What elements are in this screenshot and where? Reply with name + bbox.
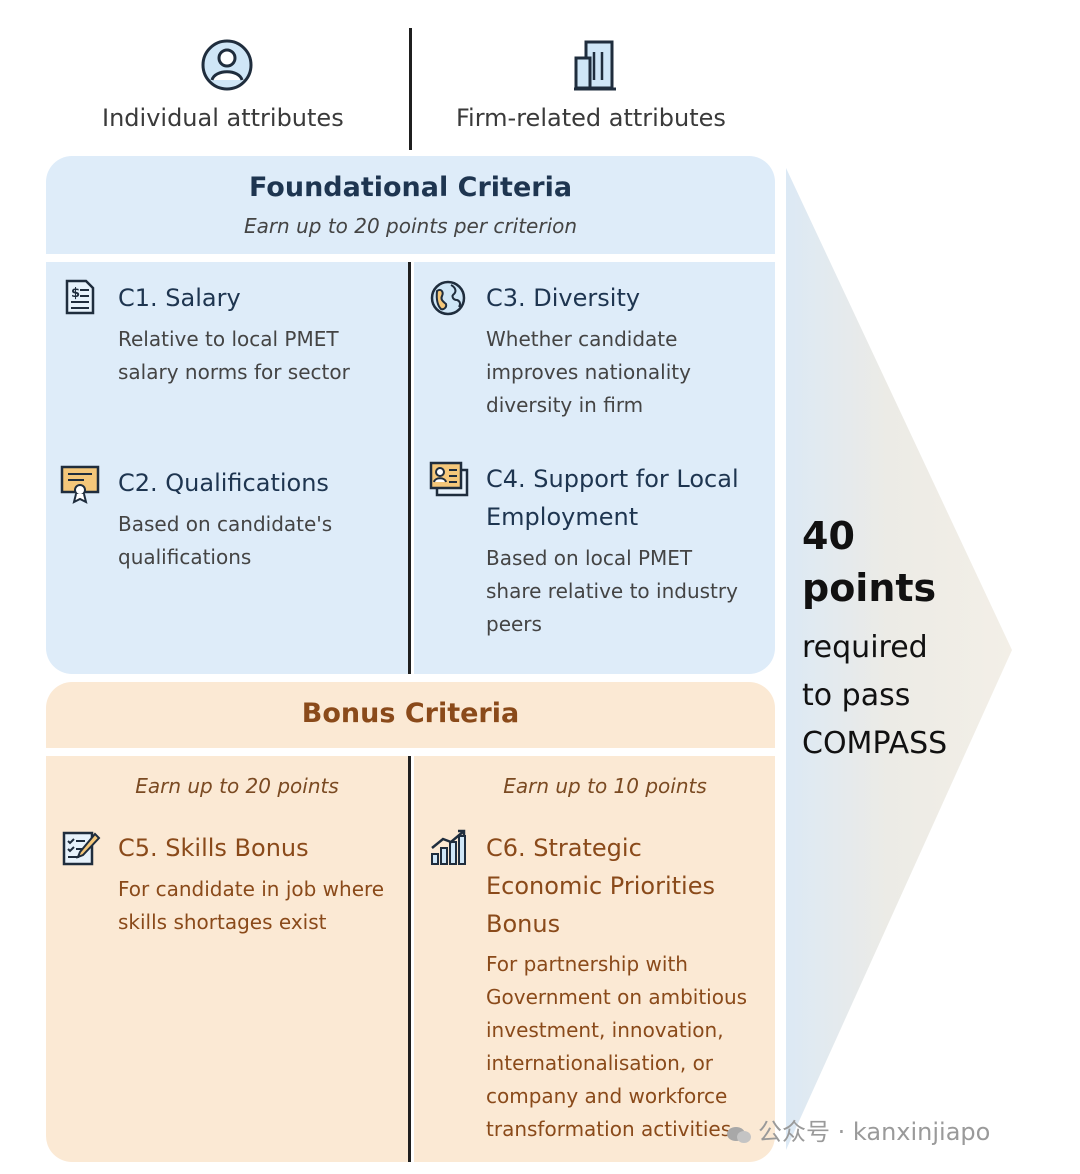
c5-description: For candidate in job where skills shorta… — [118, 877, 385, 934]
buildings-icon — [574, 40, 616, 91]
c6-title: C6. Strategic Economic Priorities Bonus — [486, 834, 715, 938]
bonus-left-earn: Earn up to 20 points — [135, 774, 339, 798]
c1-description: Relative to local PMET salary norms for … — [118, 327, 350, 384]
bonus-criteria-panel — [46, 682, 775, 1162]
id-card-icon — [429, 461, 469, 497]
globe-icon — [430, 280, 466, 316]
c3-title: C3. Diversity — [486, 284, 641, 312]
bonus-title: Bonus Criteria — [301, 698, 520, 729]
bonus-divider — [408, 756, 411, 1162]
points-line-2: to pass — [802, 678, 911, 713]
firm-attributes-label: Firm-related attributes — [456, 104, 726, 132]
certificate-icon — [60, 465, 100, 504]
c4-description: Based on local PMET share relative to in… — [486, 546, 738, 636]
bonus-left-bg — [46, 756, 408, 1162]
watermark: 公众号 · kanxinjiapo — [726, 1112, 990, 1147]
c2-title: C2. Qualifications — [118, 469, 329, 497]
c6-description: For partnership with Government on ambit… — [486, 952, 748, 1141]
points-number: 40 — [802, 514, 855, 558]
individual-attributes-label: Individual attributes — [102, 104, 344, 132]
foundational-divider — [408, 262, 411, 674]
svg-text:$: $ — [71, 286, 80, 301]
foundational-title: Foundational Criteria — [248, 172, 573, 203]
c3-description: Whether candidate improves nationality d… — [486, 327, 691, 417]
salary-document-icon: $ — [65, 279, 95, 315]
foundational-header-bg — [46, 156, 775, 254]
wechat-icon — [726, 1123, 752, 1143]
checklist-icon — [62, 831, 101, 866]
points-word: points — [802, 566, 937, 610]
bonus-header-bg — [46, 682, 775, 748]
foundational-right-bg — [414, 262, 775, 674]
c1-title: C1. Salary — [118, 284, 241, 312]
growth-chart-icon — [431, 829, 466, 865]
pass-arrow-shape — [786, 168, 1012, 1150]
c4-title: C4. Support for Local Employment — [486, 465, 739, 531]
user-icon — [201, 39, 253, 91]
c5-title: C5. Skills Bonus — [118, 834, 309, 862]
points-line-3: COMPASS — [802, 726, 948, 761]
foundational-left-bg — [46, 262, 408, 674]
foundational-subtitle: Earn up to 20 points per criterion — [243, 214, 578, 238]
points-line-1: required — [802, 630, 928, 665]
foundational-criteria-panel — [46, 156, 775, 674]
header-divider — [409, 28, 412, 150]
bonus-right-bg — [414, 756, 775, 1162]
bonus-right-earn: Earn up to 10 points — [503, 774, 707, 798]
c2-description: Based on candidate's qualifications — [118, 512, 333, 569]
